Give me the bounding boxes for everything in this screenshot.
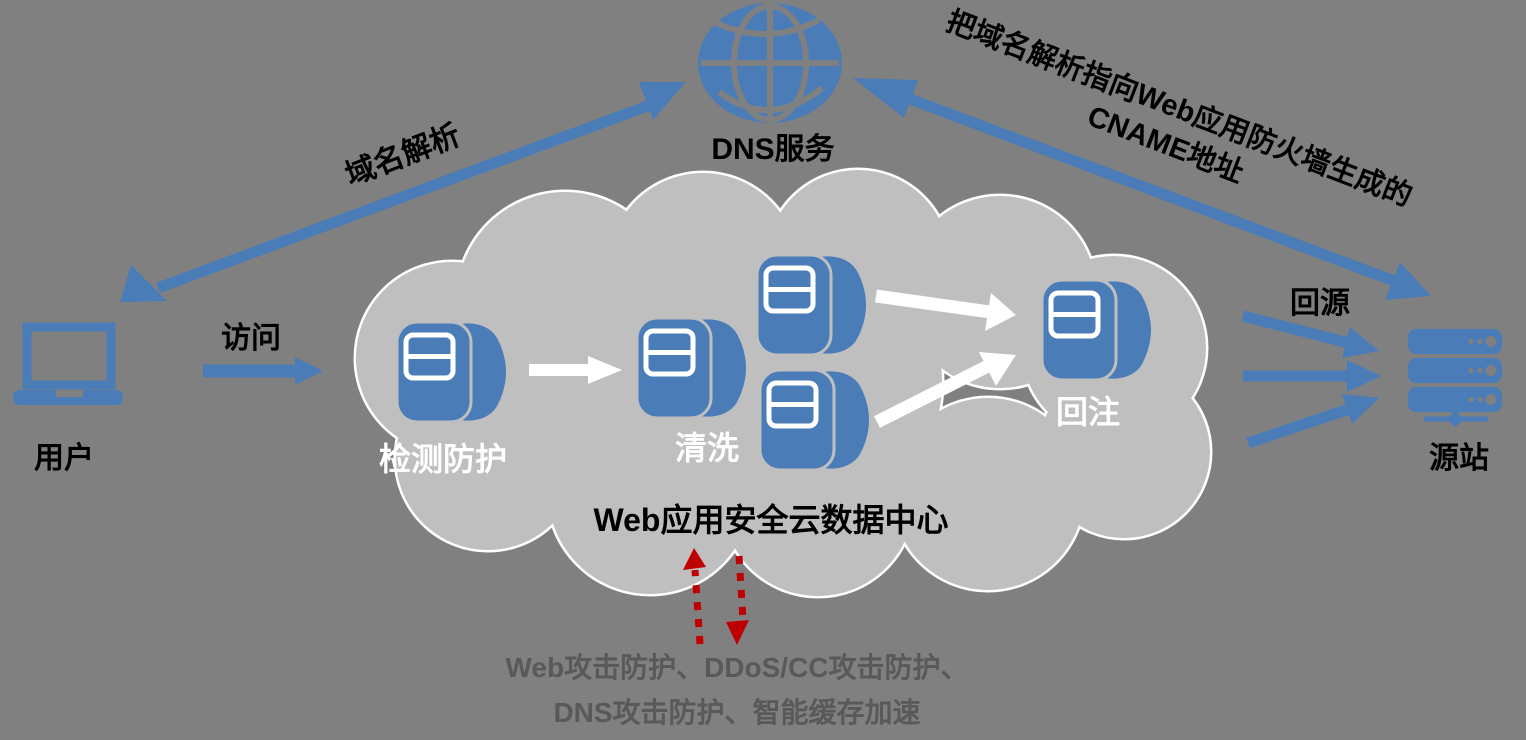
cloud-title: Web应用安全云数据中心 xyxy=(593,502,949,538)
arrow-detect-to-clean xyxy=(529,356,622,384)
dns-globe-icon xyxy=(698,3,842,123)
arrow-visit xyxy=(203,357,323,385)
server-icon-detect xyxy=(397,322,506,422)
origin-server-icon xyxy=(1408,329,1502,428)
arrow-back-to-origin-1 xyxy=(1241,310,1379,358)
footnote-line2: DNS攻击防护、智能缓存加速 xyxy=(553,697,921,728)
arrow-red-up xyxy=(683,548,706,645)
arrow-cname xyxy=(853,78,1431,300)
dns-label: DNS服务 xyxy=(711,133,835,166)
user-label: 用户 xyxy=(34,442,94,475)
server-icon-clean xyxy=(637,318,746,418)
footnote-line1: Web攻击防护、DDoS/CC攻击防护、 xyxy=(505,652,969,683)
back-to-origin-edge-label: 回源 xyxy=(1290,287,1350,320)
detect-protect-label: 检测防护 xyxy=(378,441,507,477)
user-laptop-icon xyxy=(13,322,123,405)
origin-label: 源站 xyxy=(1429,442,1489,475)
server-icon-node-bottom xyxy=(760,370,869,470)
arrow-bottom-node-to-reinject xyxy=(874,352,1016,428)
server-icon-node-top xyxy=(757,255,866,355)
arrow-back-to-origin-2 xyxy=(1243,360,1381,392)
server-icon-reinject xyxy=(1042,280,1151,380)
reinject-label: 回注 xyxy=(1055,394,1120,430)
arrow-domain-resolution xyxy=(120,82,686,302)
clean-label: 清洗 xyxy=(674,430,739,466)
arrow-top-node-to-reinject xyxy=(875,289,1016,331)
visit-edge-label: 访问 xyxy=(221,322,281,355)
arrow-red-down xyxy=(726,555,749,645)
arrow-back-to-origin-3 xyxy=(1246,394,1379,449)
